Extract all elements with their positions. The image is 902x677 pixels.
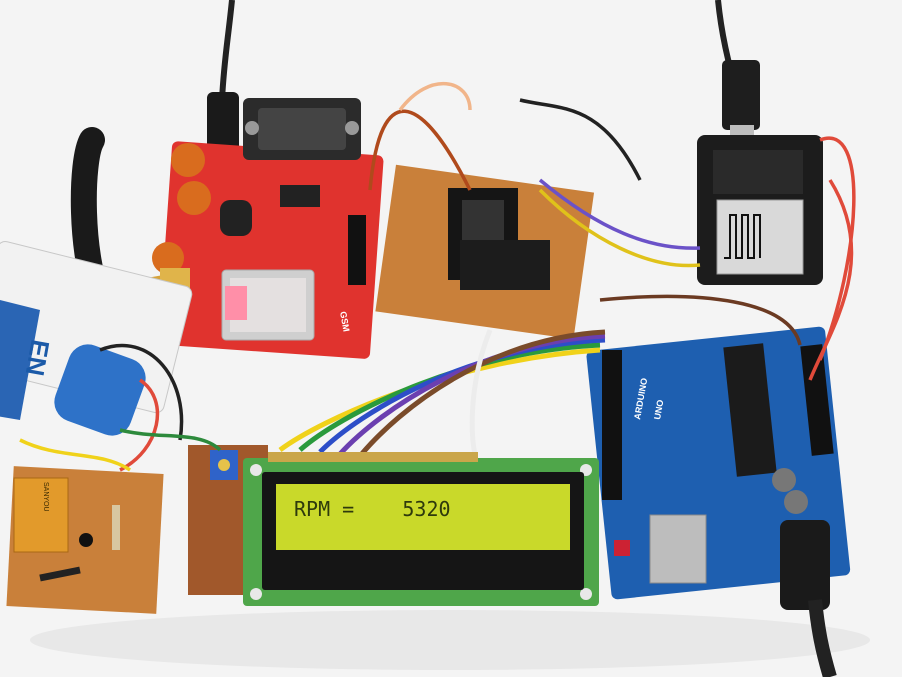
capacitor-1 [171,143,205,177]
battery-9v: EN [0,241,193,436]
capacitor-arduino-1 [772,468,796,492]
inductor [220,200,252,236]
relay [13,477,69,553]
gsm-module: GSM [152,98,384,359]
sim-holder [225,286,247,320]
relay-label: SANYOU [42,482,49,512]
ribbon-wires [278,329,606,458]
arduino-header-right [800,344,834,456]
capacitor-2 [177,181,211,215]
lcd-line-1: RPM = 5320 [294,497,451,521]
atmega-chip [723,343,777,477]
dc-power-cable-bottom [808,599,837,677]
optocoupler-perfboard [375,164,595,340]
ic-chip [280,185,320,207]
header-pins-gsm [348,215,366,285]
diode [79,533,93,547]
reset-button [614,540,630,556]
jumper-wires [19,82,856,472]
dc-jack-arduino [780,520,830,610]
nodemcu-board [697,135,823,285]
lcd-screen [276,484,570,550]
arduino-header-left [602,350,622,500]
header-pins-mid [460,240,550,290]
battery-label: EN [20,337,56,378]
relay-perfboard: SANYOU [6,466,164,614]
arduino-uno: ARDUINO UNO [586,326,851,610]
arduino-uno-label: UNO [652,399,665,420]
usb-plug-top-right [722,60,760,130]
battery-clip [54,344,146,436]
svg-text:GSM: GSM [338,311,351,333]
capacitor-arduino-2 [784,490,808,514]
usb-b-port [649,514,707,584]
lcd-pin-header [268,452,478,462]
dc-power-cable-top [219,0,235,101]
table-shadow [30,610,870,670]
resistor [112,505,120,550]
wifi-module [716,199,804,275]
capacitor-3 [152,242,184,274]
lcd-module: RPM = 5320 [243,452,599,606]
